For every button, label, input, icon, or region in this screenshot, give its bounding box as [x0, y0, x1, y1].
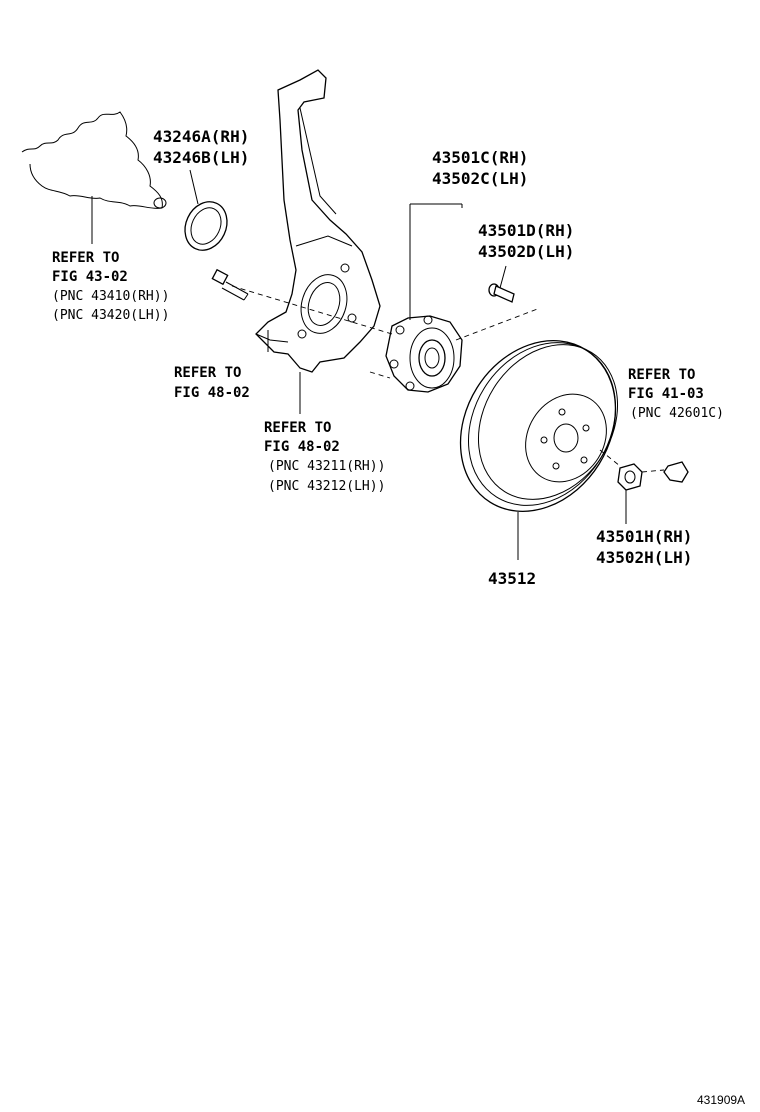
label-seal: 43246A(RH) 43246B(LH): [153, 127, 249, 167]
label-ref-4103-line2: FIG 41-03: [628, 386, 704, 402]
label-ref-4103-line1: REFER TO: [628, 367, 695, 383]
axle-hub-part: [385, 315, 463, 393]
label-ref-4802b-line4: (PNC 43212(LH)): [268, 479, 385, 494]
label-ref-4802b-line2: FIG 48-02: [264, 439, 340, 455]
label-ref-4802a-line1: REFER TO: [174, 365, 241, 381]
label-ref-4103: REFER TO FIG 41-03 (PNC 42601C): [628, 367, 724, 421]
label-ref-4302: REFER TO FIG 43-02 (PNC 43410(RH)) (PNC …: [52, 250, 169, 323]
label-ref-4302-line2: FIG 43-02: [52, 269, 128, 285]
knuckle-bolt-part: [211, 268, 249, 301]
label-hub-bolt-rh: 43501D(RH): [478, 221, 574, 240]
drive-shaft-outline: [21, 111, 167, 209]
figure-code: 431909A: [697, 1093, 745, 1107]
label-hub-bolt-lh: 43502D(LH): [478, 242, 574, 261]
leader-lines: [91, 169, 627, 560]
label-nut-lh: 43502H(LH): [596, 548, 692, 567]
disc-rotor-part: [459, 340, 619, 512]
label-ref-4802b-line1: REFER TO: [264, 420, 331, 436]
label-nut: 43501H(RH) 43502H(LH): [596, 527, 692, 567]
label-seal-rh: 43246A(RH): [153, 127, 249, 146]
label-hub: 43501C(RH) 43502C(LH): [432, 148, 528, 188]
label-ref-4802a-line2: FIG 48-02: [174, 385, 250, 401]
oil-seal-part: [184, 201, 228, 251]
assembly-axis-lines: [231, 285, 665, 473]
label-ref-4302-line4: (PNC 43420(LH)): [52, 308, 169, 323]
label-hub-rh: 43501C(RH): [432, 148, 528, 167]
label-hub-lh: 43502C(LH): [432, 169, 528, 188]
steering-knuckle-part: [255, 69, 381, 373]
label-ref-4802a: REFER TO FIG 48-02: [174, 365, 250, 401]
label-ref-4802b-line3: (PNC 43211(RH)): [268, 459, 385, 474]
label-rotor: 43512: [488, 569, 536, 588]
label-ref-4103-line3: (PNC 42601C): [630, 406, 724, 421]
label-ref-4302-line1: REFER TO: [52, 250, 119, 266]
label-hub-bolt: 43501D(RH) 43502D(LH): [478, 221, 574, 261]
hub-cap-part: [663, 461, 689, 483]
label-ref-4802b: REFER TO FIG 48-02 (PNC 43211(RH)) (PNC …: [264, 420, 385, 494]
hub-bolt-part: [488, 283, 515, 303]
label-ref-4302-line3: (PNC 43410(RH)): [52, 289, 169, 304]
hub-nut-part: [617, 463, 643, 491]
label-nut-rh: 43501H(RH): [596, 527, 692, 546]
label-seal-lh: 43246B(LH): [153, 148, 249, 167]
